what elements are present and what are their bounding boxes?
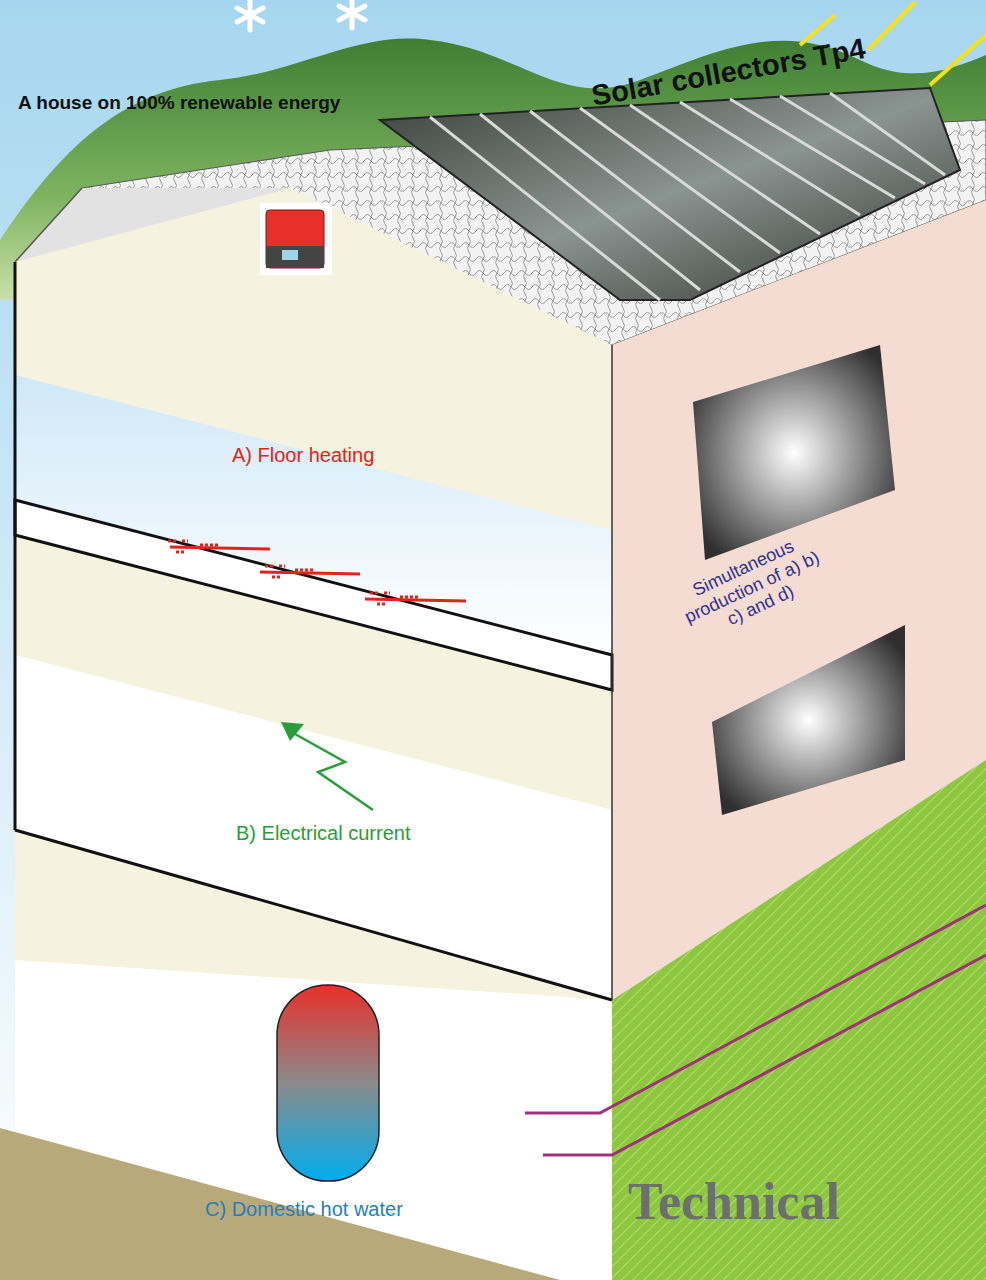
- lawn: [612, 760, 986, 1280]
- gable-edge: [15, 188, 82, 262]
- window: [712, 625, 905, 815]
- floor-line: [15, 830, 612, 1000]
- system-label: A) Floor heating: [232, 444, 374, 467]
- system-label: B) Electrical current: [236, 822, 411, 845]
- diagram-title: A house on 100% renewable energy: [18, 92, 340, 114]
- floor-heating-pipes: [168, 541, 466, 604]
- electric-arrow: [281, 722, 373, 810]
- window: [693, 345, 895, 560]
- room-middle: [15, 655, 612, 1000]
- inverter: [260, 203, 332, 275]
- wall-edge: [14, 262, 17, 830]
- floor-slab: [15, 500, 612, 690]
- front-wall: [15, 188, 612, 1280]
- snowflakes: [237, 0, 365, 30]
- system-label: C) Domestic hot water: [205, 1198, 403, 1221]
- hot-water-tank: [277, 985, 379, 1181]
- ground: [0, 1128, 560, 1280]
- gable: [15, 188, 290, 262]
- heading-fragment: Technical: [628, 1172, 840, 1232]
- wall-edge: [611, 345, 613, 1000]
- pipes: [525, 905, 986, 1155]
